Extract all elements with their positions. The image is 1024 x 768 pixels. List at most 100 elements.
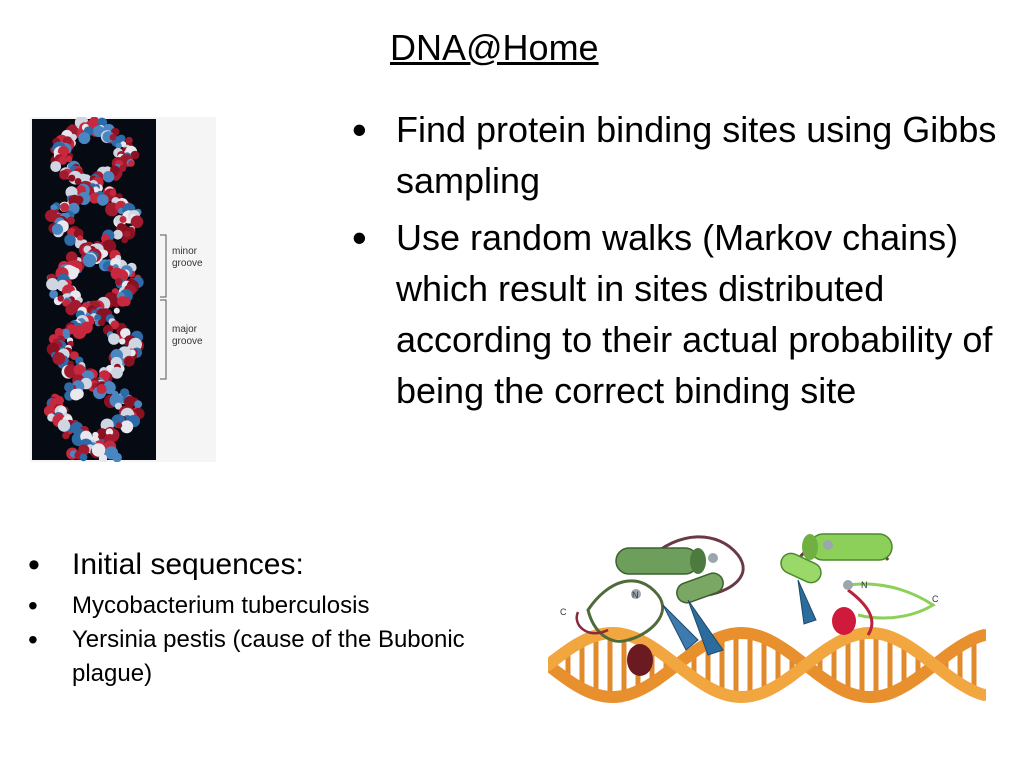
dna-atom [119, 338, 126, 345]
dna-atom [114, 402, 122, 410]
dna-atom [51, 223, 63, 235]
main-bullet-item: • Use random walks (Markov chains) which… [352, 212, 1002, 416]
dna-atom [117, 134, 126, 143]
dna-atom [82, 253, 97, 268]
dna-atom [98, 454, 108, 462]
secondary-bullet-item: • Initial sequences: [28, 543, 468, 587]
dna-atom [124, 357, 134, 367]
dna-atom [110, 366, 123, 379]
right-c-terminal-label: C [932, 594, 939, 604]
dna-atom [105, 428, 114, 436]
dna-atom [109, 189, 116, 196]
dna-atom [46, 342, 60, 356]
dna-atom [98, 319, 105, 327]
dna-atom [124, 396, 136, 408]
dna-atom [50, 161, 62, 172]
right-protein: N C [780, 533, 939, 636]
dna-atom [108, 333, 120, 345]
dna-atom [110, 320, 120, 330]
dna-atom [79, 173, 88, 182]
dna-atom [60, 202, 70, 212]
dna-atom [74, 195, 84, 205]
dna-atom [62, 431, 70, 440]
dna-atom [96, 117, 108, 128]
bullet-dot: • [28, 590, 38, 621]
major-groove-label-2: groove [172, 336, 203, 347]
right-n-terminal-label: N [861, 580, 868, 590]
dna-atom [92, 186, 99, 193]
dna-atom [73, 364, 86, 376]
dna-atom [62, 332, 70, 340]
dna-atom [70, 388, 82, 401]
minor-groove-label-2: groove [172, 258, 203, 269]
main-bullet-list: • Find protein binding sites using Gibbs… [352, 104, 1002, 422]
secondary-bullet-text: Yersinia pestis (cause of the Bubonic pl… [72, 626, 465, 687]
dna-atom [63, 298, 71, 306]
dna-atom [130, 150, 140, 160]
dna-atom [58, 406, 67, 414]
secondary-bullet-text: Mycobacterium tuberculosis [72, 592, 370, 619]
dna-atom [79, 453, 88, 462]
minor-groove-label-1: minor [172, 246, 198, 257]
dna-backbone-strand [548, 626, 986, 704]
dna-atom [130, 215, 144, 229]
dna-atom [65, 155, 73, 163]
dna-atom [54, 327, 64, 337]
dna-atom [123, 230, 131, 238]
dna-atom [125, 136, 133, 145]
dna-atom [102, 171, 115, 183]
bullet-dot: • [28, 546, 40, 584]
dna-atom [97, 194, 109, 206]
dna-atom [112, 452, 122, 462]
dna-atom [72, 325, 87, 339]
dna-double-helix-image: minor groove major groove [30, 117, 216, 462]
dna-atom [113, 307, 120, 314]
dna-atom [70, 133, 77, 141]
protein-dna-complex-image: C N N C [548, 500, 986, 728]
dna-atom [115, 422, 123, 429]
dna-atom [78, 132, 91, 145]
left-n-terminal-label: N [632, 590, 639, 600]
bullet-dot: • [352, 106, 367, 153]
main-bullet-text: Find protein binding sites using Gibbs s… [396, 109, 997, 201]
dna-atom [114, 278, 123, 286]
main-bullet-text: Use random walks (Markov chains) which r… [396, 217, 993, 411]
bullet-dot: • [352, 214, 367, 261]
secondary-bullet-list: • Initial sequences: • Mycobacterium tub… [28, 543, 468, 691]
dna-atom [96, 384, 107, 394]
major-groove-label-1: major [172, 324, 198, 335]
dna-atom [50, 204, 58, 211]
secondary-bullet-item: • Mycobacterium tuberculosis [28, 589, 468, 623]
dna-atom [102, 239, 117, 253]
dna-atom [49, 290, 58, 299]
dna-atom [46, 278, 59, 291]
left-protein: C N [560, 535, 745, 676]
secondary-bullet-text: Initial sequences: [72, 548, 304, 581]
dna-atom [66, 216, 75, 225]
dna-atom [59, 170, 69, 180]
dna-atom [134, 400, 143, 409]
dna-atom [74, 178, 82, 185]
dna-atom [112, 229, 123, 240]
dna-atom [128, 160, 135, 167]
dna-atom [119, 216, 127, 223]
dna-atom [68, 174, 76, 182]
dna-atom [109, 134, 117, 141]
dna-atom [77, 235, 84, 242]
dna-atom [121, 236, 129, 244]
left-c-terminal-label: C [560, 607, 567, 617]
dna-backbone-strand [548, 626, 986, 704]
dna-atom [52, 352, 66, 365]
dna-atom [120, 420, 134, 434]
slide-title-text: DNA@Home [390, 27, 599, 68]
dna-atom [96, 428, 108, 440]
dna-atom [57, 419, 71, 432]
dna-atom [117, 296, 128, 307]
slide-title: DNA@Home [390, 26, 599, 70]
dna-atom [64, 234, 76, 246]
dna-atom [91, 443, 106, 457]
dna-atom [57, 295, 64, 302]
bullet-dot: • [28, 624, 38, 655]
dna-atom [58, 156, 68, 165]
secondary-bullet-item: • Yersinia pestis (cause of the Bubonic … [28, 623, 468, 691]
